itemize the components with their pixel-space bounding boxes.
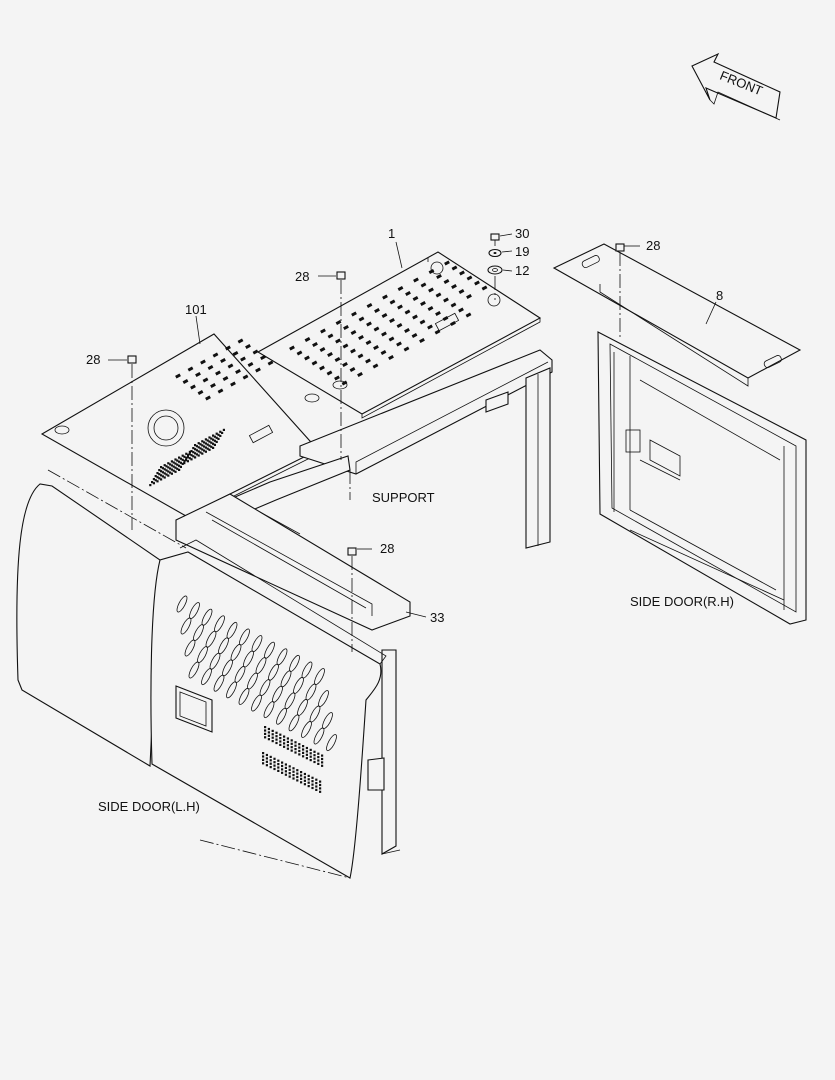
rear-cover-perforations <box>175 338 274 401</box>
washer-12 <box>487 265 503 275</box>
callout-12: 12 <box>515 263 529 278</box>
side-door-left-mesh <box>262 726 324 793</box>
callout-28-mid: 28 <box>380 541 394 556</box>
callout-101: 101 <box>185 302 207 317</box>
callout-28-left: 28 <box>86 352 100 367</box>
bolt-28-mid <box>347 547 357 652</box>
side-door-right <box>597 331 807 625</box>
callout-28-right: 28 <box>646 238 660 253</box>
callout-33: 33 <box>430 610 444 625</box>
support-frame <box>175 349 553 855</box>
top-cover-perforations <box>289 260 488 386</box>
side-door-left-louvers <box>176 595 337 752</box>
bolt-30 <box>490 233 500 246</box>
callout-19: 19 <box>515 244 529 259</box>
rear-cover-mesh <box>149 428 225 487</box>
front-arrow: FRONT <box>691 52 781 121</box>
callout-1: 1 <box>388 226 395 241</box>
support-label: SUPPORT <box>372 490 435 505</box>
rear-cover-plate <box>40 333 319 521</box>
bracket <box>552 243 802 387</box>
bolt-28-top <box>336 271 346 460</box>
bolt-28-right <box>615 243 625 340</box>
side-door-rh-label: SIDE DOOR(R.H) <box>630 594 734 609</box>
side-door-lh-label: SIDE DOOR(L.H) <box>98 799 200 814</box>
callout-28-top: 28 <box>295 269 309 284</box>
bolt-28-left <box>127 355 137 530</box>
top-cover-plate <box>256 251 542 419</box>
washer-19 <box>488 248 502 258</box>
side-door-left <box>16 483 387 879</box>
callout-30: 30 <box>515 226 529 241</box>
callout-8: 8 <box>716 288 723 303</box>
